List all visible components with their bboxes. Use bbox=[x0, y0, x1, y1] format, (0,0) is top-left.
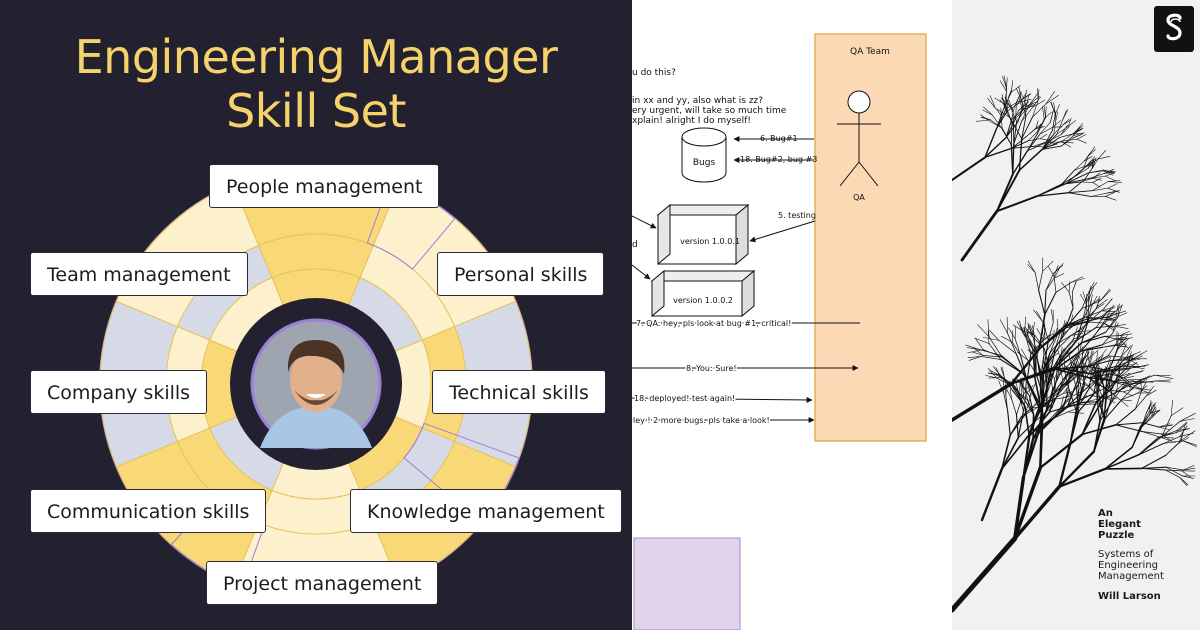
book-subtitle-3: Management bbox=[1098, 571, 1164, 582]
version-2-label: version 1.0.0.2 bbox=[673, 296, 733, 305]
qa-team-box bbox=[814, 33, 927, 442]
book-cover-panel: An Elegant Puzzle Systems of Engineering… bbox=[952, 0, 1200, 630]
logo-icon bbox=[1166, 13, 1182, 41]
book-subtitle-1: Systems of bbox=[1098, 549, 1154, 560]
lavender-box bbox=[633, 537, 741, 630]
bugs-label: Bugs bbox=[693, 158, 716, 168]
title-line-2: Skill Set bbox=[226, 84, 406, 138]
skill-communication-skills: Communication skills bbox=[30, 489, 267, 533]
snippet-2: in xx and yy, also what is zz? bbox=[632, 96, 764, 106]
title-line-1: Engineering Manager bbox=[74, 30, 558, 84]
message-8: 8. You: Sure! bbox=[686, 364, 737, 373]
skill-technical-skills: Technical skills bbox=[432, 370, 606, 414]
person-avatar-icon bbox=[260, 340, 372, 448]
snippet-5: d bbox=[632, 240, 638, 250]
message-18: 18. deployed! test again! bbox=[634, 394, 735, 403]
skill-people-management: People management bbox=[209, 164, 440, 208]
book-title-3: Puzzle bbox=[1098, 530, 1135, 541]
skill-company-skills: Company skills bbox=[30, 370, 208, 414]
skill-team-management: Team management bbox=[30, 252, 248, 296]
snippet-4: xplain! alright I do myself! bbox=[632, 116, 751, 126]
version-1-box bbox=[656, 203, 750, 266]
bugs-database-icon bbox=[681, 127, 727, 183]
version-1-label: version 1.0.0.1 bbox=[680, 237, 740, 246]
tree-illustration bbox=[952, 75, 1198, 613]
logo-badge bbox=[1154, 6, 1194, 52]
qa-actor-icon bbox=[837, 90, 881, 187]
skill-set-infographic: Engineering Manager Skill Set People man… bbox=[0, 0, 632, 630]
qa-actor-label: QA bbox=[853, 193, 865, 202]
arrow-bug2-label: 18. Bug#2, bug #3 bbox=[740, 155, 817, 164]
qa-team-label: QA Team bbox=[850, 47, 890, 57]
sequence-diagram: QA Team QA Bugs 6. Bug#1 18. Bug#2, bug … bbox=[632, 33, 927, 630]
message-hey: ley ! 2 more bugs. pls take a look! bbox=[633, 416, 770, 425]
skill-project-management: Project management bbox=[206, 561, 439, 605]
book-subtitle-2: Engineering bbox=[1098, 560, 1158, 571]
sequence-diagram-panel: QA Team QA Bugs 6. Bug#1 18. Bug#2, bug … bbox=[632, 0, 952, 630]
message-7: 7. QA: hey, pls look at bug #1, critical… bbox=[636, 319, 791, 328]
snippet-1: u do this? bbox=[632, 68, 676, 78]
arrow-testing-label: 5. testing bbox=[778, 211, 816, 220]
book-title-2: Elegant bbox=[1098, 519, 1141, 530]
skill-knowledge-management: Knowledge management bbox=[350, 489, 622, 533]
book-title-1: An bbox=[1098, 508, 1113, 519]
book-author: Will Larson bbox=[1098, 591, 1161, 602]
version-2-box bbox=[650, 269, 756, 318]
snippet-3: ery urgent, will take so much time bbox=[632, 106, 787, 116]
skill-wheel bbox=[99, 167, 533, 601]
skill-personal-skills: Personal skills bbox=[437, 252, 605, 296]
arrow-bug1-label: 6. Bug#1 bbox=[760, 134, 798, 143]
